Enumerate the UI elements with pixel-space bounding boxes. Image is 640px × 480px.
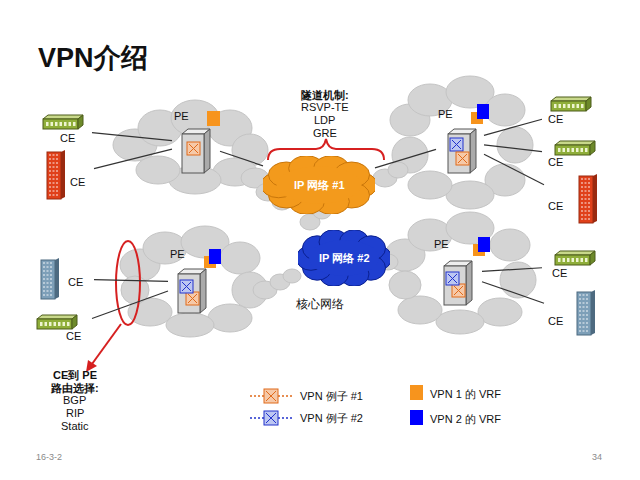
ce-label: CE [552, 267, 567, 279]
vrf-square [207, 111, 220, 126]
cloud-label: IP 网络 #1 [294, 178, 345, 193]
ce-switch: CE [34, 312, 92, 346]
ce-label: CE [68, 276, 83, 288]
legend-text: VPN 1 的 VRF [430, 387, 501, 402]
routing-item: RIP [66, 407, 84, 419]
device-icon [40, 258, 60, 304]
link-line [484, 154, 544, 185]
link-line [375, 149, 436, 168]
legend-sample [250, 411, 292, 425]
tunnel-heading: 隧道机制: [301, 88, 349, 103]
pe-label: PE [434, 238, 449, 250]
vrf-square [477, 104, 489, 119]
ip-cloud: IP 网络 #1 [263, 156, 375, 214]
page-number: 34 [592, 452, 602, 462]
link-line [94, 280, 168, 282]
ce-server: CE [38, 256, 94, 302]
link-line [482, 282, 544, 304]
pe-router: PE [168, 246, 218, 318]
tunnel-item: LDP [314, 114, 335, 126]
device-icon [446, 128, 478, 178]
tunnel-item: RSVP-TE [301, 101, 349, 113]
pe-label: PE [170, 248, 185, 260]
vrf-square [209, 249, 221, 264]
cloud-label: IP 网络 #2 [319, 251, 370, 266]
device-icon [180, 128, 212, 178]
routing-heading: 路由选择: [51, 381, 99, 396]
ce-label: CE [548, 200, 563, 212]
vrf-square [478, 237, 490, 252]
ce-label: CE [548, 156, 563, 168]
highlight-ellipse [116, 241, 140, 325]
ce-switch: CE [542, 94, 594, 130]
link-line [484, 119, 542, 135]
pe-router: PE [172, 108, 220, 178]
ce-switch: CE [40, 112, 92, 148]
routing-item: BGP [63, 394, 86, 406]
legend-text: VPN 2 的 VRF [430, 412, 501, 427]
device-icon [42, 114, 84, 134]
link-line [92, 291, 168, 318]
pe-router: PE [432, 236, 482, 310]
legend-swatch [410, 385, 423, 400]
ce-switch: CE [542, 138, 598, 172]
device-icon [442, 260, 474, 310]
legend-text: VPN 例子 #1 [300, 389, 363, 404]
link-line [94, 149, 172, 169]
routing-heading: CE到 PE [53, 368, 97, 383]
ce-label: CE [60, 132, 75, 144]
ce-server: CE [544, 288, 600, 338]
ce-switch: CE [542, 248, 598, 284]
ip-cloud: IP 网络 #2 [298, 230, 390, 286]
ce-label: CE [548, 315, 563, 327]
callout-arrow [92, 324, 121, 364]
device-icon [46, 150, 66, 204]
device-icon [576, 290, 596, 340]
link-line [482, 268, 542, 272]
link-line [484, 145, 542, 152]
legend-sample [250, 389, 292, 403]
device-icon [578, 174, 598, 228]
ce-server: CE [44, 148, 94, 202]
ce-label: CE [70, 176, 85, 188]
pe-label: PE [174, 110, 189, 122]
slide-date: 16-3-2 [36, 452, 62, 462]
pe-label: PE [438, 108, 453, 120]
slide-title: VPN介绍 [38, 40, 148, 76]
device-icon [176, 268, 208, 318]
link-line [220, 151, 263, 166]
ce-label: CE [66, 330, 81, 342]
routing-item: Static [61, 420, 89, 432]
tunnel-item: GRE [313, 127, 337, 139]
core-label: 核心网络 [296, 296, 344, 313]
link-line [92, 133, 172, 141]
legend-swatch [410, 410, 423, 425]
ce-label: CE [548, 113, 563, 125]
legend-text: VPN 例子 #2 [300, 411, 363, 426]
ce-server: CE [544, 172, 600, 226]
pe-router: PE [436, 106, 484, 178]
